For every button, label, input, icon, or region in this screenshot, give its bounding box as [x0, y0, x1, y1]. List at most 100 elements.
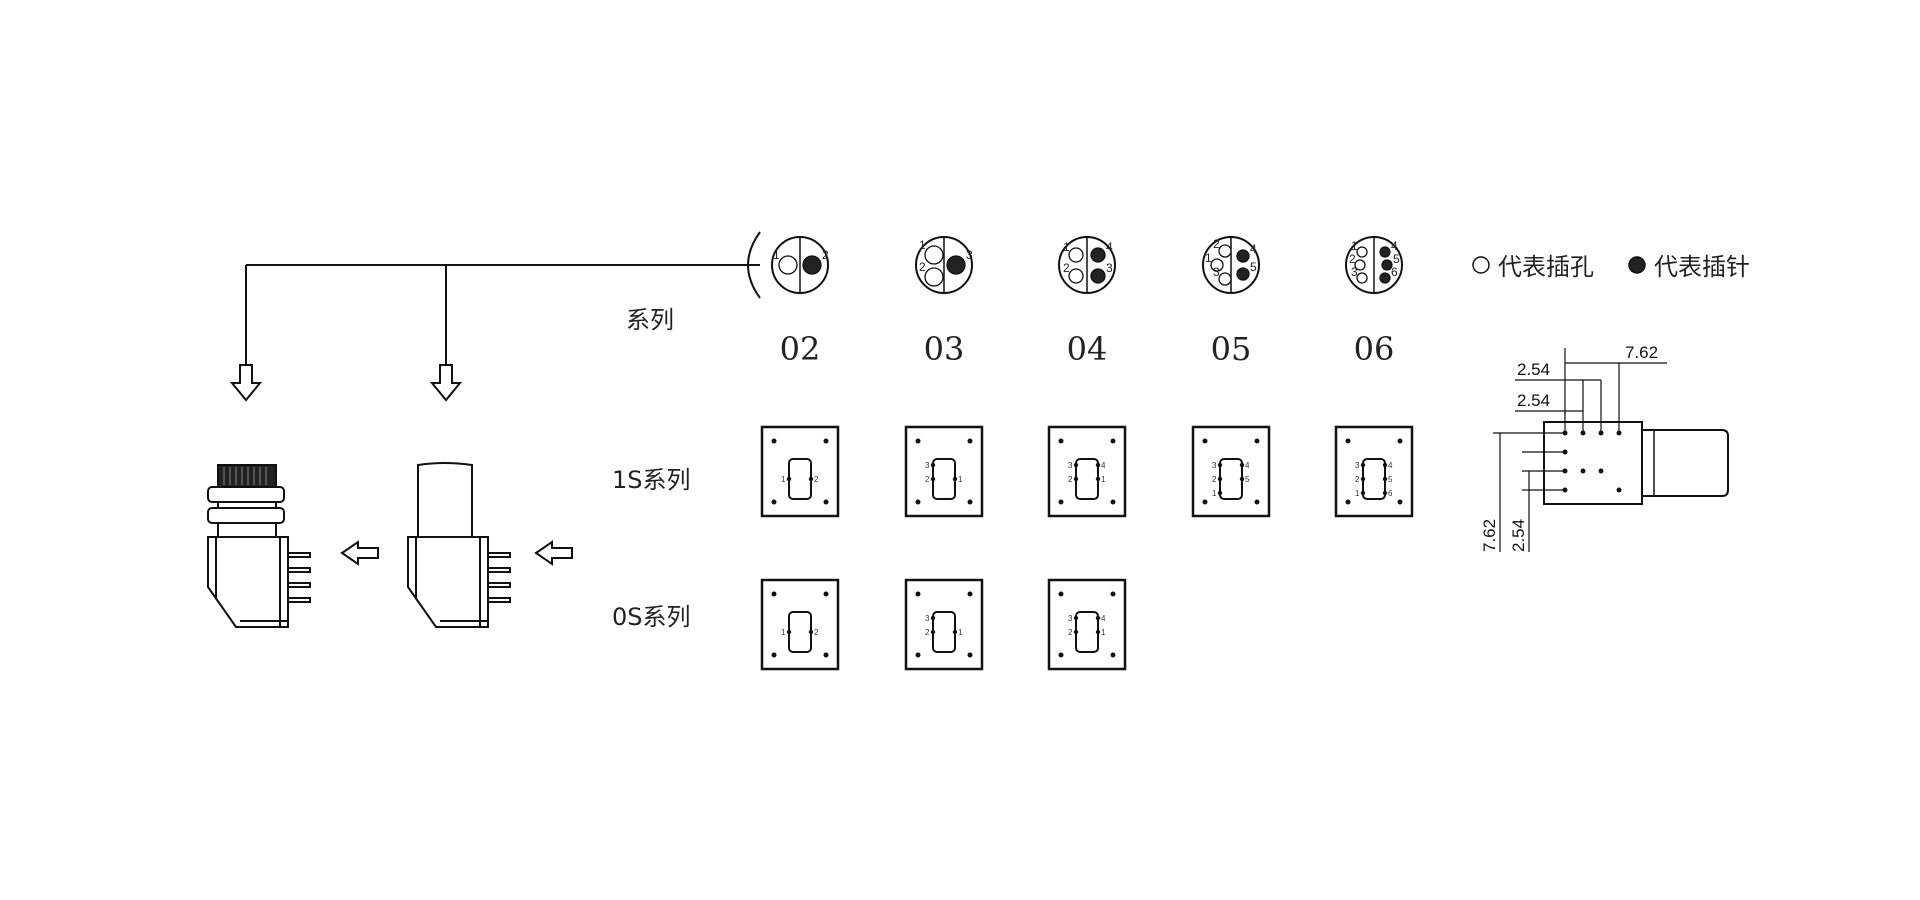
socket-contact [778, 255, 798, 275]
footprint-pad [930, 615, 936, 621]
face-code-05: 05 [1211, 330, 1252, 368]
knurl-lines [223, 467, 267, 485]
plug-pins [287, 552, 311, 603]
mount-hole [823, 499, 829, 505]
left-arrow-1 [340, 540, 379, 566]
pin-contact [1379, 272, 1391, 284]
dim-side-narrow: 2.54 [1509, 519, 1528, 552]
footprint-pad [952, 629, 958, 635]
footprint-pad [1073, 629, 1079, 635]
down-arrow-left [229, 364, 263, 402]
footprint-pad [930, 476, 936, 482]
pin-number: 2 [822, 248, 829, 262]
face-code-03: 03 [924, 330, 965, 368]
pin-number: 3 [1351, 265, 1358, 279]
footprint-pad [1073, 615, 1079, 621]
footprint-pad [1095, 476, 1101, 482]
pin-number: 2 [1063, 261, 1070, 275]
pin-number: 1 [773, 248, 780, 262]
footprint-pad-number: 1 [958, 475, 963, 484]
footprint-pad-number: 2 [925, 628, 930, 637]
plug-connector-assembly [207, 464, 311, 628]
socket-contact [1356, 246, 1368, 258]
mount-hole [1058, 591, 1064, 597]
pin-number: 4 [1250, 242, 1257, 256]
mount-hole [1110, 499, 1116, 505]
footprint-pad [1095, 462, 1101, 468]
footprint-pad-number: 2 [1068, 475, 1073, 484]
dim-top-first: 2.54 [1517, 360, 1550, 379]
footprint-pad-number: 1 [1101, 475, 1106, 484]
pin-number: 3 [966, 248, 973, 262]
footprint-pad [930, 629, 936, 635]
footprint-pad-number: 1 [1101, 628, 1106, 637]
mount-hole [823, 591, 829, 597]
socket-contact [924, 267, 944, 287]
series-leader-lines [245, 231, 761, 365]
footprint-pad [1360, 476, 1366, 482]
footprint-pad-number: 1 [1355, 489, 1360, 498]
knurled-nut [217, 464, 277, 488]
pin-contact [1090, 268, 1106, 284]
footprint-pad-number: 3 [1068, 461, 1073, 470]
socket-contact [1068, 268, 1084, 284]
footprint-pad [1073, 462, 1079, 468]
legend-socket-label: 代表插孔 [1498, 253, 1594, 281]
footprint-pad [1239, 462, 1245, 468]
face-code-04: 04 [1067, 330, 1108, 368]
footprint-pad [1217, 476, 1223, 482]
mount-hole [967, 499, 973, 505]
mount-hole [1202, 499, 1208, 505]
socket-contact [1356, 272, 1368, 284]
pin-contact [1236, 249, 1250, 263]
mount-hole [1345, 438, 1351, 444]
socket-contact [1218, 244, 1232, 258]
mount-hole [1058, 652, 1064, 658]
mount-hole [1058, 438, 1064, 444]
footprint-pad-number: 3 [1068, 614, 1073, 623]
mount-hole [1110, 591, 1116, 597]
footprint-pad-number: 3 [1355, 461, 1360, 470]
receptacle-connector-assembly [407, 462, 511, 628]
dimension-drawing: 7.62 2.54 2.54 7.62 2.54 [1480, 343, 1729, 552]
footprint-pad [808, 629, 814, 635]
pin-number: 2 [1213, 237, 1220, 251]
socket-contact [1218, 272, 1232, 286]
face-code-06: 06 [1354, 330, 1395, 368]
footprint-pad-number: 6 [1388, 489, 1393, 498]
mount-hole [915, 438, 921, 444]
footprint-pad-number: 4 [1101, 461, 1106, 470]
mount-hole [1110, 438, 1116, 444]
mount-hole [1254, 499, 1260, 505]
footprint-pad-number: 4 [1245, 461, 1250, 470]
pin-contact [802, 255, 822, 275]
mount-hole [915, 652, 921, 658]
footprint-pad [1382, 476, 1388, 482]
footprint-pad [786, 476, 792, 482]
footprint-pad-number: 3 [1212, 461, 1217, 470]
footprint-pad-number: 4 [1101, 614, 1106, 623]
pin-number: 1 [919, 238, 926, 252]
footprint-pad-number: 2 [814, 475, 819, 484]
series-label: 系列 [626, 306, 674, 334]
pin-contact [1236, 267, 1250, 281]
pin-number: 6 [1391, 265, 1398, 279]
mount-hole [1254, 438, 1260, 444]
footprint-pad [1073, 476, 1079, 482]
socket-contact [1068, 247, 1084, 263]
footprint-pad-number: 4 [1388, 461, 1393, 470]
pin-number: 1 [1205, 251, 1212, 265]
legend-pin-icon [1628, 256, 1646, 274]
mount-hole [967, 652, 973, 658]
